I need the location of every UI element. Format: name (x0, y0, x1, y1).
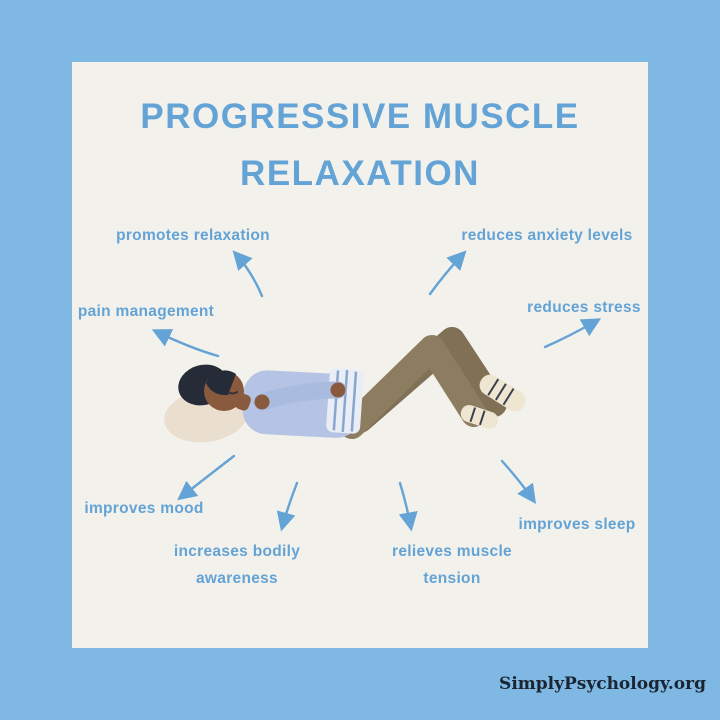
benefit-label-relieves-muscle-tension: relieves muscle tension (392, 543, 512, 587)
front-shoe-icon (460, 405, 499, 429)
benefit-label-reduces-anxiety-levels: reduces anxiety levels (461, 227, 633, 244)
benefit-label-improves-mood: improves mood (84, 500, 204, 517)
arrow-pain-management-icon (151, 329, 220, 358)
content-card (72, 62, 648, 648)
benefit-label-promotes-relaxation: promotes relaxation (116, 227, 270, 244)
arrow-bodily-awareness-icon (276, 481, 299, 532)
arrow-promotes-relaxation-icon (232, 250, 264, 298)
front-leg-icon (339, 335, 487, 439)
watermark-simplypsychology: SimplyPsychology.org (499, 674, 706, 694)
shirt-stripes-icon (326, 368, 364, 434)
closed-eye-icon (227, 391, 238, 395)
arrow-improves-sleep-icon (500, 459, 537, 504)
page-title-line1: PROGRESSIVE MUSCLE (140, 97, 580, 136)
benefit-label-improves-sleep: improves sleep (518, 516, 636, 533)
hand-icon (254, 394, 270, 410)
benefit-label-reduces-stress: reduces stress (527, 299, 641, 316)
page-title-line2: RELAXATION (240, 154, 480, 193)
back-shoe-icon (479, 374, 526, 412)
hair-crown-icon (206, 370, 236, 396)
page-title: PROGRESSIVE MUSCLE RELAXATION (72, 88, 648, 202)
arrow-muscle-tension-icon (398, 481, 418, 532)
benefit-label-pain-management: pain management (77, 303, 215, 320)
arrow-reduces-anxiety-icon (428, 250, 467, 296)
hand-icon (330, 382, 346, 398)
benefit-label-increases-bodily-awareness: increases bodily awareness (173, 543, 301, 587)
arrow-reduces-stress-icon (543, 318, 602, 349)
person-relaxing-illustration (164, 327, 526, 443)
arrow-improves-mood-icon (177, 454, 236, 501)
